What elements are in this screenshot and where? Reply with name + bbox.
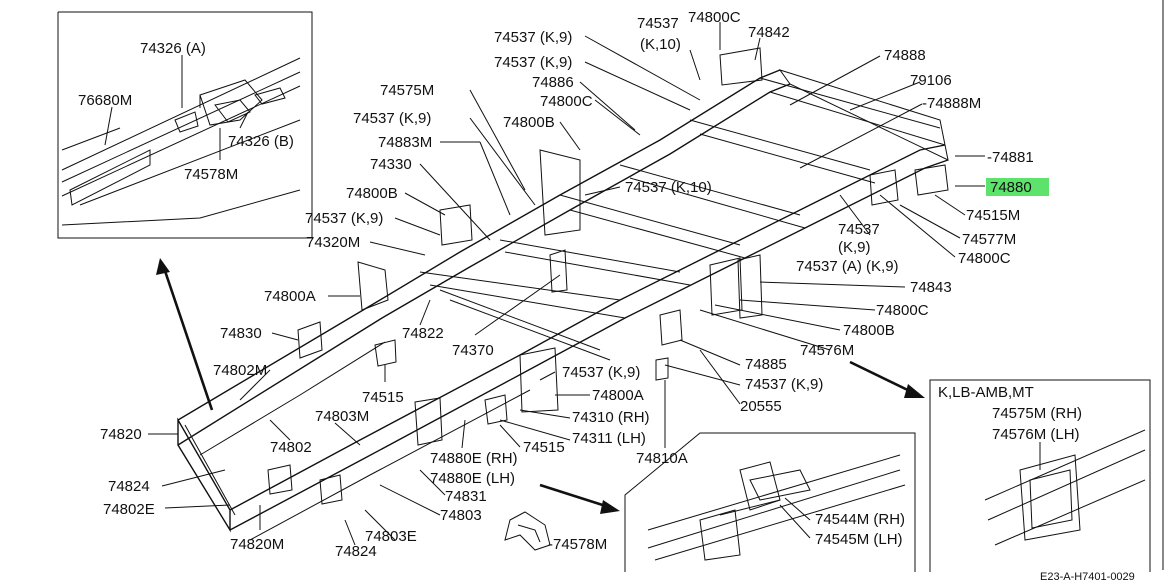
callout-74537-mid-1: 74537 (K,9) bbox=[353, 110, 431, 127]
callout-74803M: 74803M bbox=[315, 408, 369, 425]
callout-74537-top-3a: 74537 bbox=[637, 15, 679, 32]
callout-74545M: 74545M (LH) bbox=[815, 531, 903, 548]
callout-79106: 79106 bbox=[910, 72, 952, 89]
callout-74886: 74886 bbox=[532, 74, 574, 91]
callout-74537-right-a: 74537 bbox=[838, 221, 880, 238]
leaders-top-left bbox=[104, 55, 249, 160]
callout-74803E: 74803E bbox=[365, 528, 417, 545]
callout-74888M: -74888M bbox=[922, 95, 981, 112]
callout-74842: 74842 bbox=[748, 24, 790, 41]
callout-74537-right-b: (K,9) bbox=[838, 239, 871, 256]
callout-74800C-right-2: 74800C bbox=[876, 302, 929, 319]
callout-74888: 74888 bbox=[884, 47, 926, 64]
callout-74800B-right: 74800B bbox=[843, 322, 895, 339]
callout-20555: 20555 bbox=[740, 398, 782, 415]
bracket-74578M bbox=[504, 511, 551, 551]
callout-74803: 74803 bbox=[440, 507, 482, 524]
callout-74576M-LH: 74576M (LH) bbox=[992, 426, 1080, 443]
callout-74326B: 74326 (B) bbox=[228, 133, 294, 150]
callout-74537A: 74537 (A) (K,9) bbox=[796, 258, 899, 275]
callout-74537-top-1: 74537 (K,9) bbox=[494, 29, 572, 46]
callout-k-lb-amb-mt: K,LB-AMB,MT bbox=[938, 384, 1034, 401]
callout-74578M-detail: 74578M bbox=[184, 166, 238, 183]
callout-76680M: 76680M bbox=[78, 92, 132, 109]
callout-74578M: -74578M bbox=[548, 536, 607, 553]
diagram-reference-code: E23-A-H7401-0029 bbox=[1040, 571, 1135, 583]
callout-74802: 74802 bbox=[270, 439, 312, 456]
callout-74330: 74330 bbox=[370, 156, 412, 173]
callout-74515-bottom: 74515 bbox=[523, 439, 565, 456]
callout-74800C-mid: 74800C bbox=[540, 93, 593, 110]
callout-74800A-center: 74800A bbox=[592, 387, 644, 404]
callout-74883M: 74883M bbox=[378, 134, 432, 151]
callout-74537-k10: 74537 (K,10) bbox=[625, 179, 712, 196]
callout-74830: 74830 bbox=[220, 325, 262, 342]
callout-74544M: 74544M (RH) bbox=[815, 511, 905, 528]
callout-74537-top-3b: (K,10) bbox=[640, 36, 681, 53]
detail-box-top-left bbox=[57, 11, 313, 239]
callout-74800B-left: 74800B bbox=[346, 185, 398, 202]
callout-74800B-mid: 74800B bbox=[503, 114, 555, 131]
callout-74800C-top: 74800C bbox=[688, 9, 741, 26]
callout-74881: -74881 bbox=[987, 149, 1034, 166]
callout-74822: 74822 bbox=[402, 325, 444, 342]
callout-74880E-RH: 74880E (RH) bbox=[430, 450, 518, 467]
callout-74880E-LH: 74880E (LH) bbox=[430, 470, 515, 487]
callout-74326A: 74326 (A) bbox=[140, 40, 206, 57]
callout-74537-center: 74537 (K,9) bbox=[562, 364, 640, 381]
callout-74320M: 74320M bbox=[306, 234, 360, 251]
callout-74537-left: 74537 (K,9) bbox=[305, 210, 383, 227]
callout-74802M: 74802M bbox=[213, 362, 267, 379]
callout-74800A-left: 74800A bbox=[264, 288, 316, 305]
callout-74820: 74820 bbox=[100, 426, 142, 443]
callout-74537-center-2: 74537 (K,9) bbox=[745, 376, 823, 393]
leaders-main bbox=[148, 22, 985, 546]
callout-74515M: 74515M bbox=[966, 207, 1020, 224]
detail-box-bottom-center bbox=[624, 432, 916, 572]
callout-74311: 74311 (LH) bbox=[572, 430, 646, 447]
callout-74575M: 74575M bbox=[380, 82, 434, 99]
callout-74576M: 74576M bbox=[800, 342, 854, 359]
callout-74824-a: 74824 bbox=[108, 478, 150, 495]
highlight-74880 bbox=[986, 178, 1049, 196]
callout-74537-top-2: 74537 (K,9) bbox=[494, 54, 572, 71]
callout-74575M-RH: 74575M (RH) bbox=[992, 405, 1082, 422]
main-frame-illustration bbox=[177, 47, 949, 541]
callout-74824-b: 74824 bbox=[335, 543, 377, 560]
callout-74810A: 74810A bbox=[636, 450, 688, 467]
callout-74577M: 74577M bbox=[962, 231, 1016, 248]
callout-74310: 74310 (RH) bbox=[572, 409, 650, 426]
detail-box-bottom-right bbox=[929, 379, 1151, 572]
callout-74885: 74885 bbox=[745, 356, 787, 373]
arrows bbox=[156, 258, 925, 514]
callout-74880: 74880 bbox=[990, 179, 1032, 196]
callout-74800C-right: 74800C bbox=[958, 250, 1011, 267]
callout-74843: 74843 bbox=[910, 279, 952, 296]
callout-74802E: 74802E bbox=[103, 501, 155, 518]
callout-74831: 74831 bbox=[445, 488, 487, 505]
callout-74515-center: 74515 bbox=[362, 389, 404, 406]
callout-74370: 74370 bbox=[452, 342, 494, 359]
callout-74820M: 74820M bbox=[230, 536, 284, 553]
